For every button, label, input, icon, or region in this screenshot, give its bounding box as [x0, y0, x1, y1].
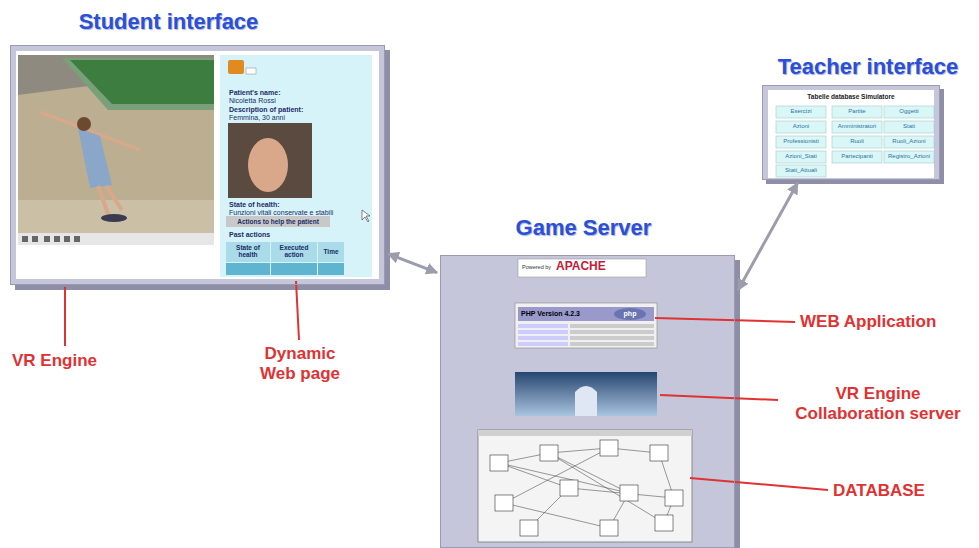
table-cell: Azioni_Stati — [776, 153, 826, 160]
web-page — [220, 55, 372, 277]
connector-arrow — [738, 183, 798, 290]
logo-text: APACHE — [556, 260, 606, 274]
panel-frame — [762, 85, 940, 180]
panel-heading: Game Server — [516, 215, 652, 241]
database-schema — [478, 430, 692, 542]
table-row — [318, 263, 344, 275]
collab-server-image — [575, 386, 597, 416]
screen-text: Patient's name: — [229, 89, 280, 97]
table-cell: Time — [318, 248, 344, 255]
panel-frame — [10, 45, 385, 285]
screen-text: Description of patient: — [229, 106, 303, 114]
screen — [16, 51, 379, 279]
callout-label: VR Engine Collaboration server — [782, 384, 974, 423]
screen-text: State of health: — [229, 201, 280, 209]
vr-avatar — [40, 112, 140, 222]
leader-lines — [65, 281, 828, 490]
table-header — [271, 242, 317, 262]
database-schema — [478, 430, 692, 436]
screen-text: PHP Version 4.2.3 — [521, 310, 580, 318]
screen-text: Funzioni vitali conservate e stabili — [229, 209, 333, 217]
php-header — [518, 307, 654, 321]
database-relations — [499, 448, 674, 528]
php-screenshot — [515, 303, 657, 348]
panel-shadow — [15, 50, 390, 290]
button-text: Actions to help the patient — [226, 218, 330, 225]
database-tables — [490, 440, 683, 536]
screen-text: Nicoletta Rossi — [229, 97, 276, 105]
interface-panel: Game Server — [440, 255, 735, 548]
callout-label: Dynamic Web page — [250, 344, 350, 383]
web-icon — [246, 68, 256, 74]
php-rows — [518, 324, 654, 346]
patient-photo — [228, 123, 312, 198]
table-cell: Ruoli_Azioni — [884, 138, 934, 145]
collab-server-image — [515, 372, 657, 416]
table-cell: Registro_Azioni — [884, 153, 934, 160]
table-row — [271, 263, 317, 275]
table-cells — [776, 106, 934, 177]
vr-pool — [70, 60, 214, 104]
table-cell: State of health — [226, 244, 270, 259]
connector-arrow — [388, 254, 437, 273]
table-title: Tabelle database Simulatore — [768, 93, 934, 100]
callout-label: WEB Application — [800, 312, 936, 332]
table-cell: Ruoli — [832, 138, 882, 145]
table-header — [226, 242, 270, 262]
cursor — [362, 210, 370, 222]
patient-face — [248, 138, 288, 192]
table-cell: Partecipanti — [832, 153, 882, 160]
logo-text: php — [618, 310, 642, 318]
toolbar-icons — [22, 236, 80, 242]
apache-logo — [518, 259, 646, 277]
table-cell: Azioni — [776, 123, 826, 130]
vr-pool-edge — [62, 58, 214, 110]
table-cell: Esercizi — [776, 108, 826, 115]
table-header — [318, 242, 344, 262]
php-logo — [614, 308, 646, 320]
vr-scene — [18, 55, 214, 233]
toolbar — [18, 233, 214, 245]
panel-frame — [440, 255, 735, 548]
table-cell: Partite — [832, 108, 882, 115]
screen — [768, 90, 934, 178]
table-cell: Professionisti — [776, 138, 826, 145]
table-cell: Amministratori — [832, 123, 882, 130]
table-cell: Stati — [884, 123, 934, 130]
action-button — [226, 216, 330, 227]
logo-text: Powered by — [522, 264, 551, 270]
vr-floor — [18, 200, 214, 233]
callout-label: VR Engine — [12, 351, 97, 371]
table-row — [226, 263, 270, 275]
table-cell: Oggetti — [884, 108, 934, 115]
screen-text: Femmina, 30 anni — [229, 114, 285, 122]
web-icon — [228, 60, 244, 74]
panel-shadow — [766, 89, 944, 184]
table-cell: Executed action — [271, 244, 317, 259]
screen-text: Past actions — [229, 231, 270, 239]
panel-heading: Student interface — [79, 9, 259, 35]
callout-label: DATABASE — [833, 481, 925, 501]
table-cell: Stati_Attuali — [776, 167, 826, 174]
panel-heading: Teacher interface — [778, 54, 959, 80]
